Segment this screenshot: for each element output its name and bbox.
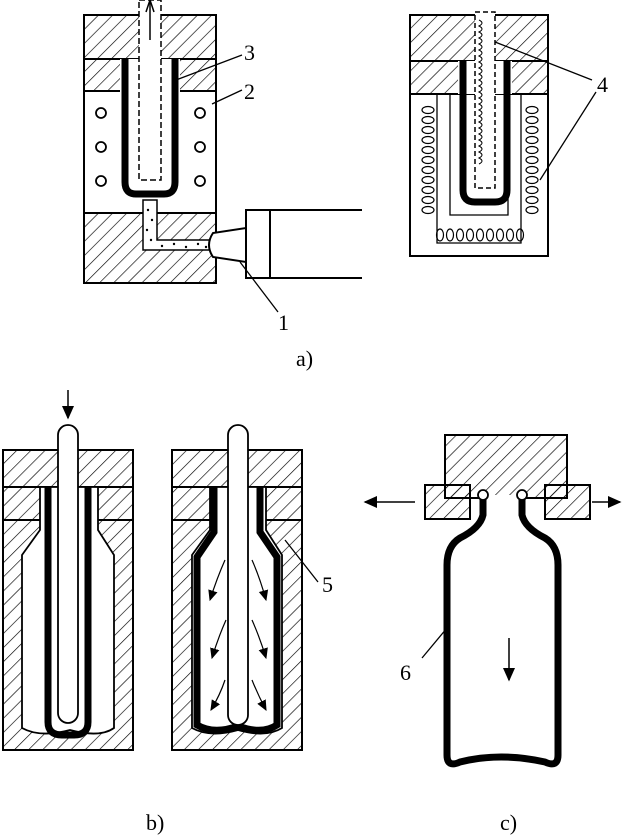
leader-3 bbox=[175, 54, 243, 81]
panel-a-injection-mold bbox=[83, 0, 362, 313]
stretch-rod-1 bbox=[57, 424, 79, 724]
neck-beads bbox=[477, 489, 528, 501]
leader-2 bbox=[211, 89, 243, 105]
leader-4a bbox=[494, 41, 593, 81]
leader-5 bbox=[284, 539, 319, 583]
cond-preform bbox=[459, 61, 511, 206]
preform bbox=[121, 59, 179, 198]
callout-6: 6 bbox=[400, 660, 411, 685]
panel-b-blow-mold-before bbox=[2, 390, 134, 751]
bmold-1-preform bbox=[44, 487, 92, 739]
heater-coils bbox=[421, 105, 539, 242]
air-flow-arrows bbox=[208, 559, 269, 712]
neck-split-left bbox=[424, 484, 471, 520]
panel-b-blow-mold-after bbox=[171, 424, 319, 751]
leader-1 bbox=[239, 261, 279, 313]
melt-dots bbox=[145, 208, 208, 249]
core-rod bbox=[138, 0, 162, 181]
leader-6 bbox=[421, 627, 448, 659]
caption-b: b) bbox=[146, 810, 164, 835]
bottle bbox=[443, 495, 562, 768]
panel-a-conditioning bbox=[409, 11, 597, 257]
rod-coil bbox=[477, 19, 483, 165]
callout-2: 2 bbox=[244, 79, 255, 104]
injection-nozzle bbox=[208, 226, 247, 264]
neck-split-right bbox=[544, 484, 591, 520]
cond-well bbox=[436, 94, 522, 244]
callout-4: 4 bbox=[597, 72, 608, 97]
callout-3: 3 bbox=[244, 40, 255, 65]
core-rod-arrow-up bbox=[145, 0, 155, 13]
caption-a: a) bbox=[296, 346, 313, 371]
heating-rod bbox=[474, 11, 496, 189]
leader-4b bbox=[539, 91, 597, 181]
panel-c-ejection bbox=[363, 434, 622, 768]
callout-5: 5 bbox=[322, 572, 333, 597]
callout-1: 1 bbox=[278, 310, 289, 335]
caption-c: c) bbox=[500, 810, 517, 835]
injection-barrel bbox=[245, 209, 271, 279]
cooling-channels bbox=[95, 107, 206, 187]
blown-wall bbox=[193, 487, 281, 734]
stretch-rod-2 bbox=[227, 424, 249, 726]
